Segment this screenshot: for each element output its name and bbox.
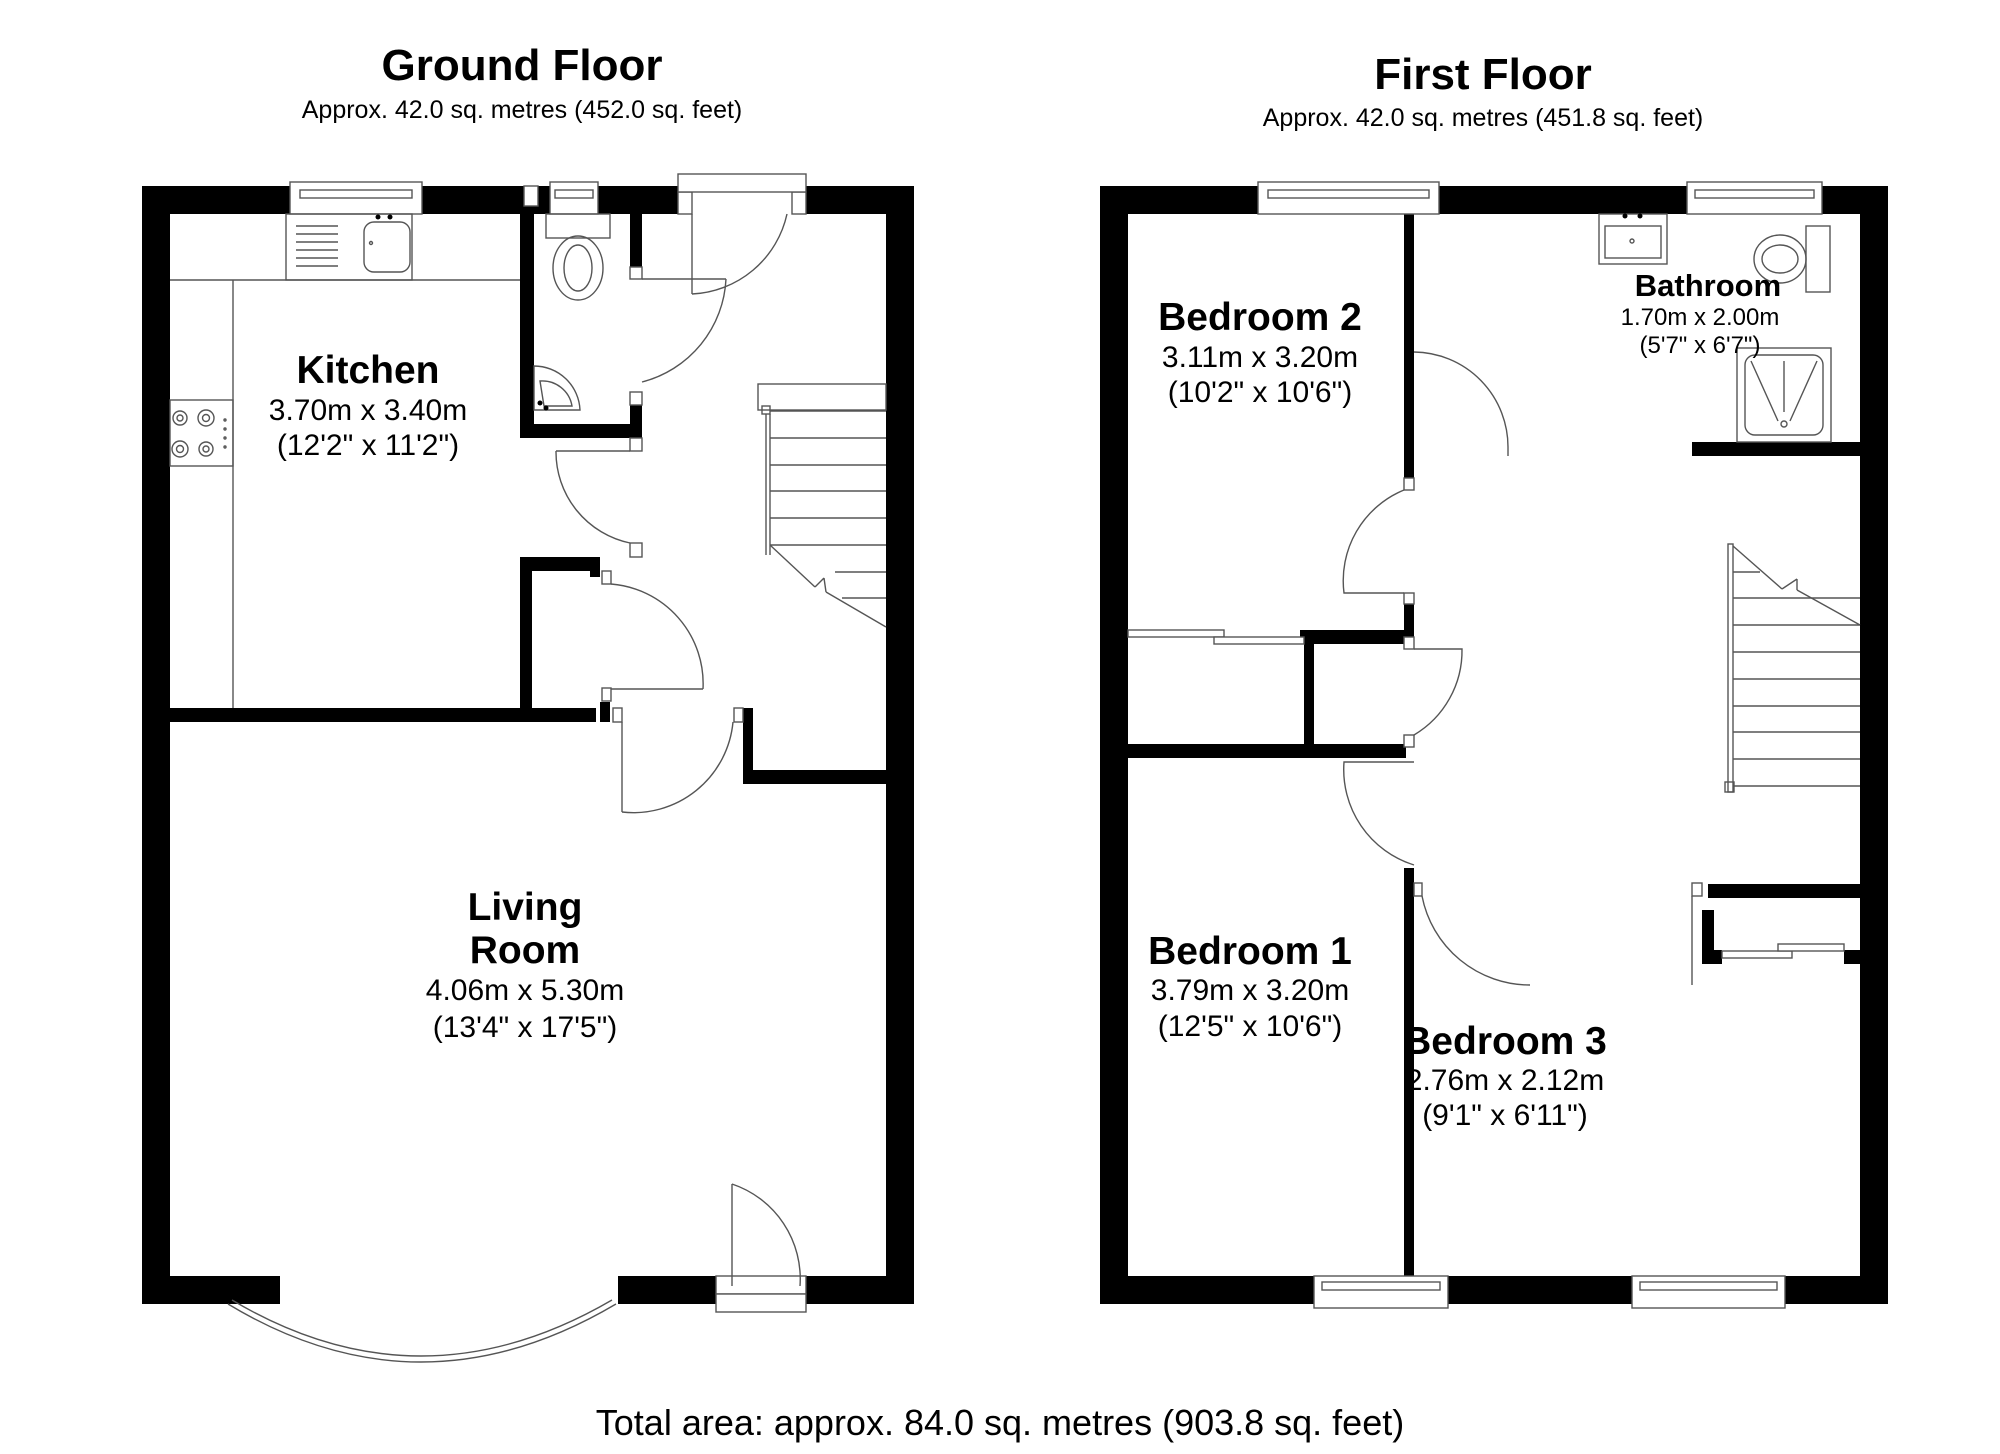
ground-floor-title: Ground Floor: [381, 41, 662, 90]
sink-icon: [296, 214, 411, 273]
room-name: Bedroom 3: [1403, 1020, 1607, 1063]
first-floor-area: Approx. 42.0 sq. metres (451.8 sq. feet): [1263, 104, 1704, 132]
room-dimensions-imperial: (9'1" x 6'11"): [1422, 1099, 1588, 1132]
room-dimensions-imperial: (12'2" x 11'2"): [277, 429, 459, 462]
first-internal-walls: [1114, 212, 1860, 1298]
first-doors: [1342, 351, 1693, 986]
room-name: Bedroom 2: [1158, 296, 1362, 339]
room-name: Kitchen: [296, 349, 439, 392]
first-floor-title: First Floor: [1374, 50, 1592, 99]
room-dimensions-imperial: (10'2" x 10'6"): [1168, 376, 1353, 409]
room-living-room: Living Room 4.06m x 5.30m (13'4" x 17'5"…: [426, 886, 624, 1044]
sliding-wardrobe: [1127, 629, 1845, 959]
first-staircase: [1724, 543, 1861, 793]
room-name-line1: Living: [468, 886, 583, 929]
first-windows: [1257, 181, 1823, 1309]
hob-icon: [171, 409, 227, 458]
first-door-jambs: [1403, 477, 1703, 897]
toilet-icon: [545, 213, 611, 301]
room-dimensions-metric: 1.70m x 2.00m: [1621, 304, 1780, 331]
room-name-line2: Room: [470, 929, 581, 972]
room-dimensions-metric: 3.70m x 3.40m: [269, 394, 467, 427]
bay-window-outer: [227, 1303, 617, 1363]
ground-floor-plan: Kitchen 3.70m x 3.40m (12'2" x 11'2") Li…: [142, 173, 914, 1363]
room-dimensions-metric: 4.06m x 5.30m: [426, 974, 624, 1007]
ground-floor-area: Approx. 42.0 sq. metres (452.0 sq. feet): [302, 96, 743, 124]
room-bedroom-1: Bedroom 1 3.79m x 3.20m (12'5" x 10'6"): [1148, 930, 1352, 1043]
first-outer-walls: [1100, 186, 1888, 1304]
room-dimensions-imperial: (12'5" x 10'6"): [1158, 1010, 1343, 1043]
shower-tray-icon: [1736, 347, 1832, 443]
room-bedroom-2: Bedroom 2 3.11m x 3.20m (10'2" x 10'6"): [1158, 296, 1362, 409]
total-area: Total area: approx. 84.0 sq. metres (903…: [596, 1402, 1404, 1443]
ground-door-jambs: [523, 185, 807, 723]
room-bathroom: Bathroom 1.70m x 2.00m (5'7" x 6'7"): [1621, 268, 1782, 359]
room-dimensions-imperial: (5'7" x 6'7"): [1640, 332, 1761, 359]
corner-basin-icon: [533, 365, 581, 411]
first-floor-plan: Bedroom 2 3.11m x 3.20m (10'2" x 10'6") …: [1100, 181, 1888, 1309]
basin-icon: [1598, 213, 1668, 265]
room-kitchen: Kitchen 3.70m x 3.40m (12'2" x 11'2"): [269, 349, 467, 462]
room-dimensions-metric: 2.76m x 2.12m: [1406, 1064, 1604, 1097]
room-name: Bathroom: [1635, 268, 1781, 303]
ground-internal-walls: [170, 212, 888, 784]
ground-staircase: [757, 383, 887, 628]
room-name: Bedroom 1: [1148, 930, 1352, 973]
ground-doors: [555, 213, 801, 1287]
toilet-icon-first: [1753, 225, 1831, 293]
ground-windows: [289, 173, 807, 1313]
room-dimensions-metric: 3.79m x 3.20m: [1151, 974, 1349, 1007]
room-dimensions-imperial: (13'4" x 17'5"): [433, 1011, 618, 1044]
bay-window-inner: [231, 1299, 613, 1357]
kitchen-worktops: [169, 213, 520, 708]
room-dimensions-metric: 3.11m x 3.20m: [1162, 341, 1358, 374]
room-bedroom-3: Bedroom 3 2.76m x 2.12m (9'1" x 6'11"): [1403, 1020, 1607, 1132]
